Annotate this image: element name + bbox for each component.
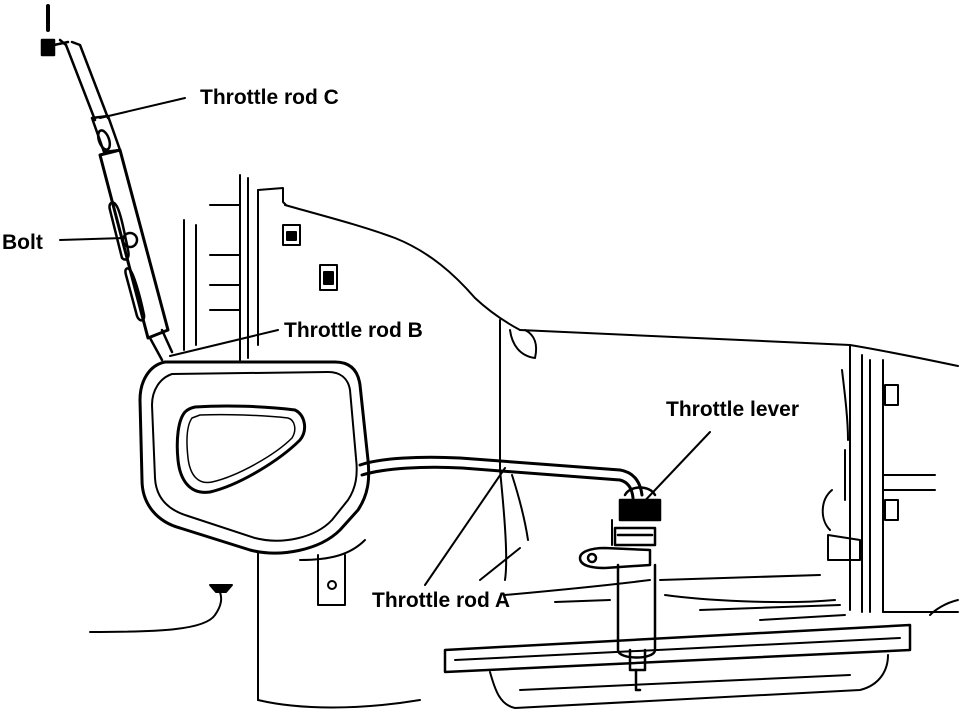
leader-bottom-left [89,591,223,633]
throttle-rod-b [138,360,371,555]
leader-rod-a-1 [424,467,506,586]
label-throttle-rod-c: Throttle rod C [200,86,339,109]
transmission-case [183,174,959,709]
bell-housing-bolts [209,224,899,593]
leader-rod-b [169,329,279,357]
label-bolt: Bolt [2,231,43,254]
label-throttle-lever: Throttle lever [666,398,800,421]
leader-rod-a-2 [479,547,521,581]
throttle-lever [578,486,662,692]
label-throttle-rod-b: Throttle rod B [284,319,423,342]
leader-rod-a-3 [554,599,611,603]
leader-bolt [59,237,125,241]
leader-rod-c [99,97,186,119]
throttle-rod-c [40,4,174,362]
leader-throttle-lever [637,431,711,509]
label-throttle-rod-a: Throttle rod A [372,589,511,612]
leader-lines [59,97,711,633]
